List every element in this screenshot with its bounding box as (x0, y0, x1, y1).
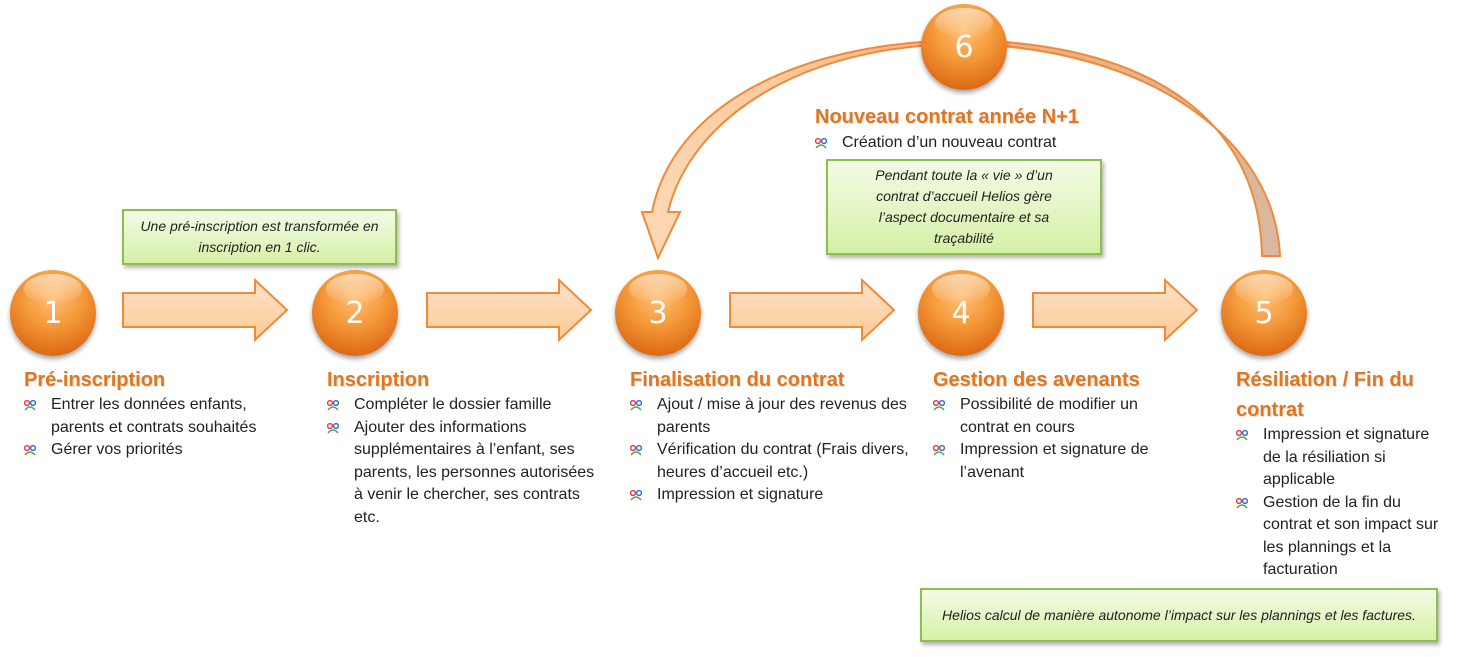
step-number: 2 (345, 295, 365, 331)
people-bullet-icon (630, 399, 642, 411)
step-6-bullets: Création d’un nouveau contrat (815, 132, 1115, 155)
list-item: Impression et signature de la résiliatio… (1236, 424, 1451, 492)
people-bullet-icon (1236, 497, 1248, 509)
list-item: Impression et signature (630, 484, 910, 507)
step-6-circle: 6 (921, 4, 1007, 90)
step-5-bullets: Impression et signature de la résiliatio… (1236, 424, 1451, 582)
step-5-circle: 5 (1221, 270, 1307, 356)
note-preinscription: Une pré-inscription est transformée en i… (122, 209, 397, 265)
people-bullet-icon (1236, 429, 1248, 441)
step-3-title: Finalisation du contrat (630, 369, 845, 391)
note-billing: Helios calcul de manière autonome l’impa… (920, 588, 1438, 642)
right-arrow-icon (729, 277, 896, 343)
step-1-title: Pré-inscription (24, 369, 166, 391)
step-number: 3 (648, 295, 668, 331)
people-bullet-icon (24, 399, 36, 411)
list-item: Gérer vos priorités (24, 439, 294, 462)
people-bullet-icon (815, 137, 827, 149)
step-4-circle: 4 (918, 270, 1004, 356)
note-lifecycle: Pendant toute la « vie » d’un contrat d’… (826, 159, 1102, 255)
list-item: Ajouter des informations supplémentaires… (327, 417, 602, 530)
people-bullet-icon (933, 444, 945, 456)
step-5-title: Résiliation / Fin du contrat (1236, 369, 1414, 421)
step-2-title: Inscription (327, 369, 430, 391)
right-arrow-icon (1032, 277, 1199, 343)
step-6-title: Nouveau contrat année N+1 (815, 106, 1079, 128)
people-bullet-icon (24, 444, 36, 456)
curved-return-arrow-icon (640, 38, 1282, 261)
step-3-circle: 3 (615, 270, 701, 356)
list-item: Création d’un nouveau contrat (815, 132, 1115, 155)
list-item: Ajout / mise à jour des revenus des pare… (630, 394, 910, 439)
step-1-bullets: Entrer les données enfants, parents et c… (24, 394, 294, 462)
people-bullet-icon (630, 489, 642, 501)
list-item: Impression et signature de l’avenant (933, 439, 1183, 484)
step-number: 4 (951, 295, 971, 331)
people-bullet-icon (327, 422, 339, 434)
step-number: 1 (43, 295, 63, 331)
people-bullet-icon (327, 399, 339, 411)
step-2-bullets: Compléter le dossier famille Ajouter des… (327, 394, 602, 529)
step-1-circle: 1 (10, 270, 96, 356)
right-arrow-icon (122, 277, 289, 343)
people-bullet-icon (630, 444, 642, 456)
list-item: Possibilité de modifier un contrat en co… (933, 394, 1183, 439)
list-item: Compléter le dossier famille (327, 394, 602, 417)
list-item: Vérification du contrat (Frais divers, h… (630, 439, 910, 484)
step-number: 5 (1254, 295, 1274, 331)
people-bullet-icon (933, 399, 945, 411)
step-4-title: Gestion des avenants (933, 369, 1140, 391)
step-number: 6 (954, 29, 974, 65)
list-item: Gestion de la fin du contrat et son impa… (1236, 492, 1451, 582)
right-arrow-icon (426, 277, 593, 343)
step-3-bullets: Ajout / mise à jour des revenus des pare… (630, 394, 910, 507)
step-2-circle: 2 (312, 270, 398, 356)
list-item: Entrer les données enfants, parents et c… (24, 394, 294, 439)
step-4-bullets: Possibilité de modifier un contrat en co… (933, 394, 1183, 484)
